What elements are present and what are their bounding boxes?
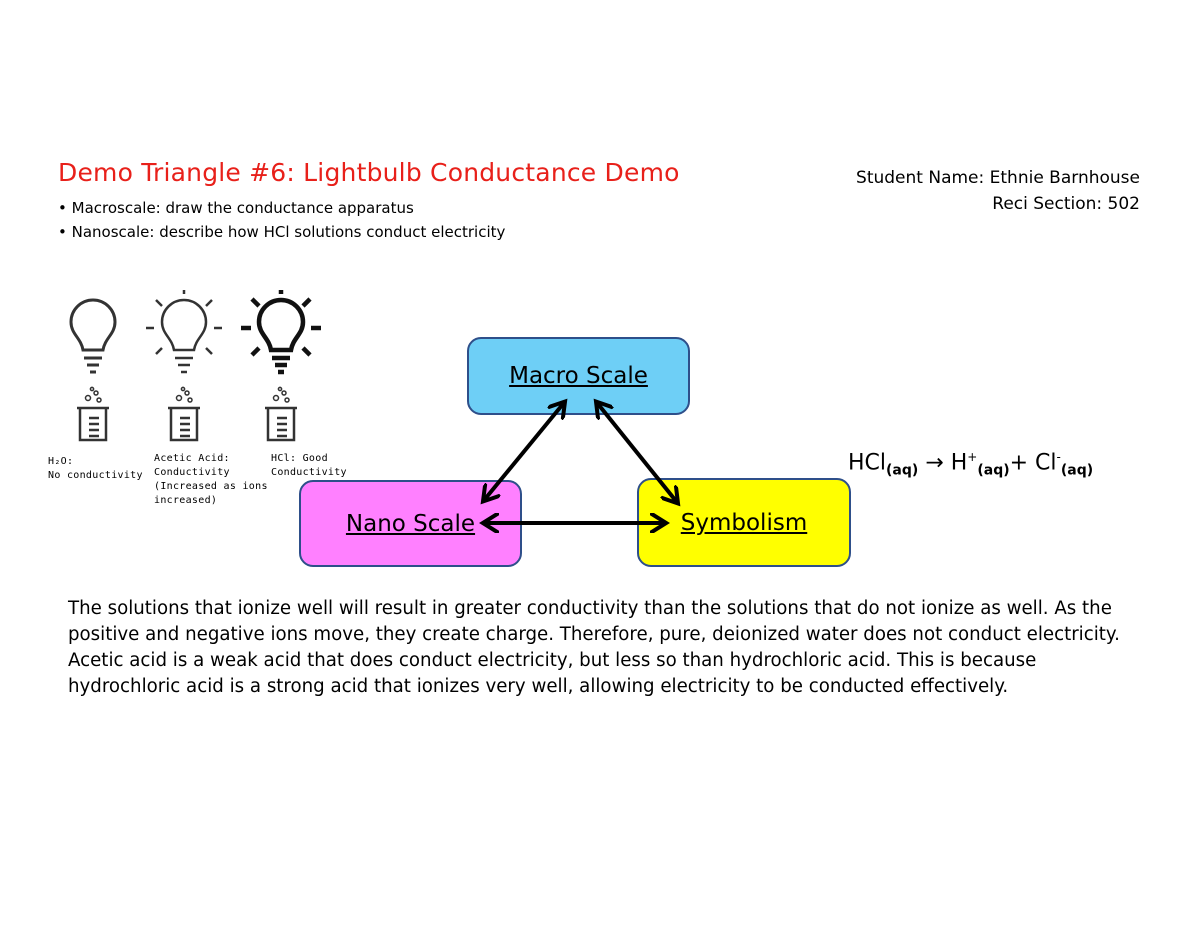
nano-scale-label: Nano Scale	[345, 510, 476, 537]
lightbulb-off-icon	[69, 298, 117, 374]
explanation-paragraph: The solutions that ionize well will resu…	[68, 598, 1120, 697]
bubbles-icon	[175, 386, 193, 403]
bullet-macroscale: Macroscale: draw the conductance apparat…	[58, 196, 505, 220]
symbolism-label: Symbolism	[680, 509, 808, 536]
bubbles-icon	[272, 386, 290, 403]
reci-section: Reci Section: 502	[992, 194, 1140, 214]
lightbulb-apparatus	[69, 290, 321, 442]
ionization-equation: HCl(aq) → H+(aq)+ Cl-(aq)	[848, 450, 1094, 479]
symbolism-box: Symbolism	[637, 478, 851, 567]
student-info: Student Name: Ethnie Barnhouse Reci Sect…	[856, 165, 1140, 217]
reaction-arrow-icon: →	[925, 450, 944, 476]
bubbles-icon	[84, 386, 102, 403]
instructions-list: Macroscale: draw the conductance apparat…	[58, 196, 506, 244]
lightbulb-bright-icon	[241, 290, 321, 375]
student-name: Student Name: Ethnie Barnhouse	[856, 168, 1140, 188]
caption-hcl: HCl: Good Conductivity	[271, 453, 347, 478]
lightbulb-dim-icon	[146, 290, 222, 374]
caption-acetic-acid: Acetic Acid: Conductivity (Increased as …	[154, 453, 268, 506]
page-title: Demo Triangle #6: Lightbulb Conductance …	[58, 158, 680, 187]
beaker-icon	[77, 406, 109, 442]
macro-scale-label: Macro Scale	[509, 363, 648, 389]
bullet-nanoscale: Nanoscale: describe how HCl solutions co…	[58, 220, 506, 244]
nano-scale-box: Nano Scale	[299, 480, 522, 567]
beaker-icon	[265, 406, 297, 442]
caption-water: H₂O: No conductivity	[48, 456, 143, 481]
macro-scale-box: Macro Scale	[467, 337, 690, 415]
beaker-icon	[168, 406, 200, 442]
